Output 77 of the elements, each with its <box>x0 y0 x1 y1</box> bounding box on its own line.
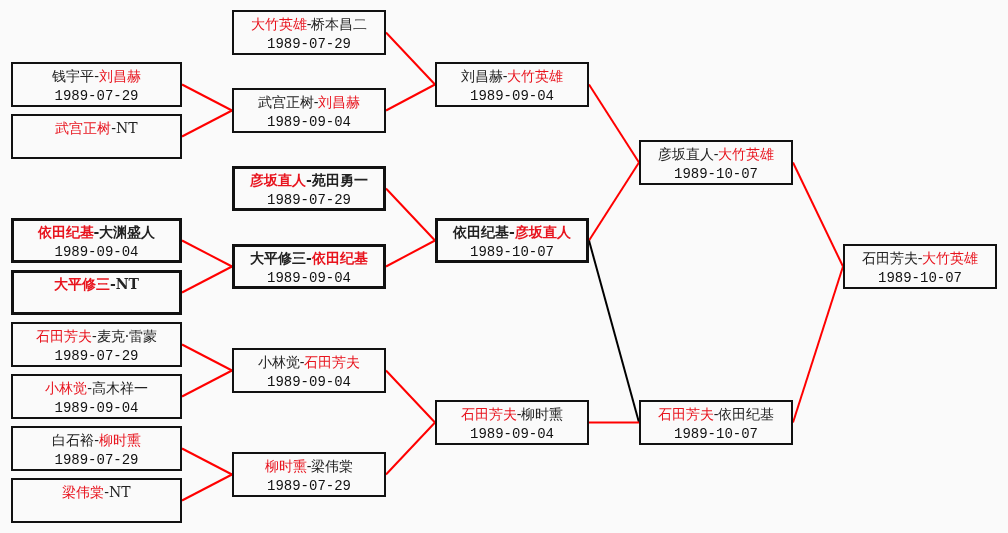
match-date: 1989-09-04 <box>267 113 351 132</box>
bracket-line <box>385 83 436 112</box>
bracket-line <box>588 161 640 242</box>
bracket-line <box>588 83 640 164</box>
player-names: 大平修三-NT <box>54 275 139 294</box>
player-names: 刘昌赫-大竹英雄 <box>460 67 564 86</box>
match-box <box>639 140 793 185</box>
player-names: 梁伟棠-NT <box>62 483 131 502</box>
player-names: 彦坂直人-苑田勇一 <box>250 171 368 190</box>
match-date: 1989-07-29 <box>54 87 139 106</box>
player-names: 依田纪基-彦坂直人 <box>453 223 571 242</box>
player-names: 小林觉-高木祥一 <box>45 379 148 398</box>
player-names: 武宫正树-刘昌赫 <box>257 93 361 112</box>
bracket-line <box>385 187 436 242</box>
player-names: 钱宇平-刘昌赫 <box>52 67 141 86</box>
match-date: 1989-10-07 <box>878 269 962 288</box>
bracket-line <box>181 369 233 398</box>
match-box <box>11 322 182 367</box>
match-date: 1989-10-07 <box>674 165 758 184</box>
match-date: 1989-09-04 <box>267 269 351 288</box>
match-box <box>232 88 386 133</box>
match-box <box>232 166 386 211</box>
bracket-line <box>792 161 844 268</box>
match-date: 1989-09-04 <box>470 425 554 444</box>
bracket-line <box>385 369 436 424</box>
bracket-line <box>181 447 233 476</box>
match-box <box>435 218 589 263</box>
player-names: 白石裕-柳时熏 <box>52 431 141 450</box>
match-date: 1989-09-04 <box>470 87 554 106</box>
bracket-line <box>385 31 436 86</box>
bracket-line <box>792 265 844 424</box>
match-date: 1989-09-04 <box>54 243 139 262</box>
player-names: 石田芳夫-大竹英雄 <box>861 249 979 268</box>
match-box <box>843 244 997 289</box>
match-box <box>232 244 386 289</box>
player-names: 小林觉-石田芳夫 <box>257 353 361 372</box>
bracket-line <box>181 83 233 112</box>
bracket-line <box>181 473 233 502</box>
player-names: 石田芳夫-柳时熏 <box>460 405 564 424</box>
bracket-line <box>385 421 436 476</box>
match-date: 1989-07-29 <box>267 191 351 210</box>
match-box <box>232 10 386 55</box>
player-names: 彦坂直人-大竹英雄 <box>657 145 775 164</box>
match-date: 1989-09-04 <box>267 373 351 392</box>
match-box <box>11 218 182 263</box>
match-box <box>639 400 793 445</box>
match-box <box>435 400 589 445</box>
player-names: 武宫正树-NT <box>55 119 138 138</box>
match-date: 1989-07-29 <box>54 347 139 366</box>
match-box <box>232 452 386 497</box>
bracket-line <box>588 239 640 424</box>
player-names: 石田芳夫-麦克·雷蒙 <box>35 327 158 346</box>
player-names: 大平修三-依田纪基 <box>250 249 368 268</box>
player-names: 依田纪基-大渊盛人 <box>37 223 156 242</box>
bracket-line <box>181 343 233 372</box>
bracket-line <box>181 239 233 268</box>
match-date: 1989-10-07 <box>470 243 554 262</box>
match-box <box>435 62 589 107</box>
player-names: 大竹英雄-桥本昌二 <box>250 15 368 34</box>
bracket-line <box>385 239 436 268</box>
match-box <box>11 374 182 419</box>
match-box <box>11 426 182 471</box>
match-box <box>11 478 182 523</box>
match-box <box>11 114 182 159</box>
match-date: 1989-09-04 <box>54 399 139 418</box>
player-names: 石田芳夫-依田纪基 <box>657 405 775 424</box>
bracket-line <box>181 265 233 294</box>
match-box <box>11 62 182 107</box>
match-date: 1989-10-07 <box>674 425 758 444</box>
match-date: 1989-07-29 <box>267 35 351 54</box>
player-names: 柳时熏-梁伟棠 <box>264 457 354 476</box>
match-box <box>232 348 386 393</box>
bracket-line <box>181 109 233 138</box>
match-date: 1989-07-29 <box>267 477 351 496</box>
match-date: 1989-07-29 <box>54 451 139 470</box>
match-box <box>11 270 182 315</box>
bracket-line <box>588 421 640 424</box>
